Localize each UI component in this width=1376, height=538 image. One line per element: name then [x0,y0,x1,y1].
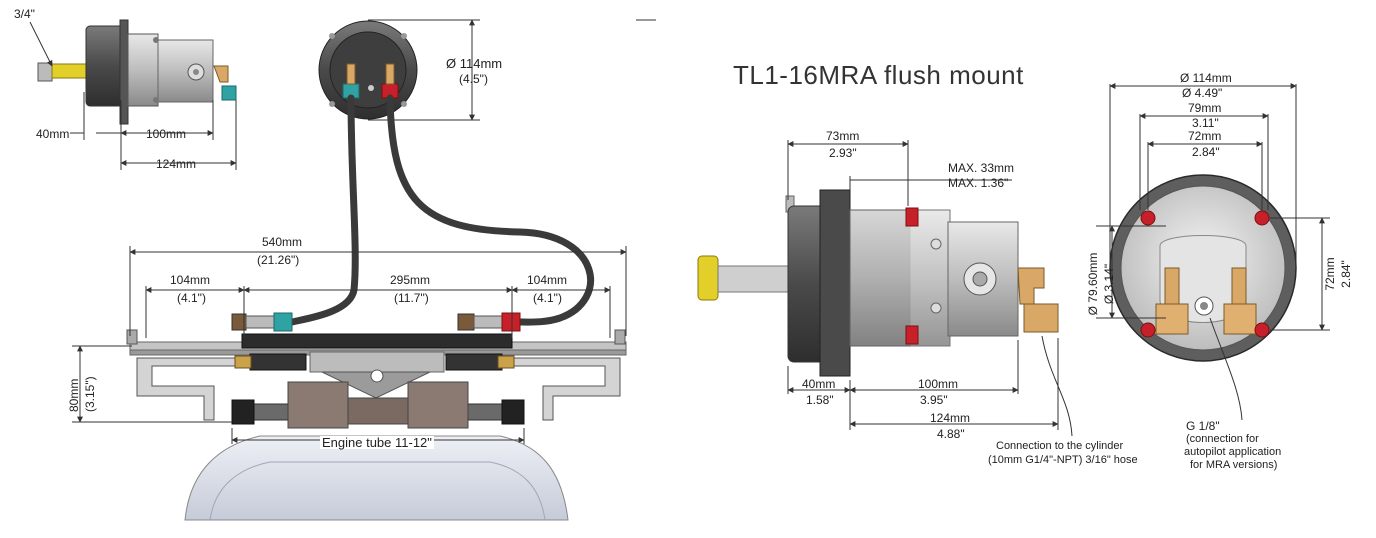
helm-dim-124: 124mm [156,157,197,171]
flush-mount-front-view [1109,174,1297,362]
side-72-in: 2.84" [1339,260,1353,288]
center-mm: 295mm [390,273,431,287]
overall-length-in: (21.26") [257,253,300,267]
dim-100-mm: 100mm [918,377,959,391]
g18-line1: G 1/8" [1186,419,1220,433]
bezel-diameter-mm: Ø 114mm [446,56,503,71]
dia-114-in: Ø 4.49" [1182,86,1223,100]
side-72-mm: 72mm [1323,257,1337,291]
engine-cowling [184,435,569,521]
dim-72-mm: 72mm [1188,129,1222,143]
cylinder-connection-line1: Connection to the cylinder [996,440,1124,452]
center-in: (11.7") [394,291,429,305]
left-end-mm: 104mm [170,273,211,287]
dim-40-mm: 40mm [802,377,836,391]
dia-79-60-mm: Ø 79.60mm [1086,252,1100,316]
height-in: (3.15") [83,376,97,412]
dia-114-mm: Ø 114mm [1180,71,1232,85]
helm-dim-40: 40mm [36,127,70,141]
g18-line3: autopilot application [1184,446,1282,458]
bezel-diameter-in: (4.5") [459,72,488,86]
overall-length-mm: 540mm [262,235,303,249]
helm-dim-100: 100mm [146,127,187,141]
helm-side-view [697,189,1059,377]
cylinder-connection-line2: (10mm G1/4"-NPT) 3/16" hose [988,454,1138,466]
dim-72-in: 2.84" [1192,145,1220,159]
g18-line2: (connection for [1186,433,1259,445]
dim-100-in: 3.95" [920,393,948,407]
dim-79-mm: 79mm [1188,101,1222,115]
product-title: TL1-16MRA flush mount [733,60,1024,90]
dim-124-mm: 124mm [930,411,971,425]
dim-40-in: 1.58" [806,393,834,407]
small-helm-side-view [37,19,237,125]
bezel-front-view [318,20,418,120]
height-mm: 80mm [67,378,81,412]
max-mm: MAX. 33mm [948,161,1015,175]
depth-73-mm: 73mm [826,129,860,143]
thread-size-label: 3/4" [14,7,35,21]
depth-73-in: 2.93" [829,146,857,160]
cylinder-assembly [126,312,627,429]
dim-79-in: 3.11" [1192,116,1219,130]
dim-124-in: 4.88" [937,427,965,441]
dia-79-60-in: Ø 3.14" [1102,263,1116,305]
right-end-mm: 104mm [527,273,568,287]
helm-side-dims [787,140,1073,437]
front-view-dims [1096,83,1330,421]
right-end-in: (4.1") [533,291,562,305]
engine-tube-label: Engine tube 11-12" [320,435,434,450]
small-helm-dims [29,21,237,170]
left-end-in: (4.1") [177,291,206,305]
hydraulic-hoses [288,94,595,326]
g18-line4: for MRA versions) [1190,459,1278,471]
max-in: MAX. 1.36" [948,176,1009,190]
